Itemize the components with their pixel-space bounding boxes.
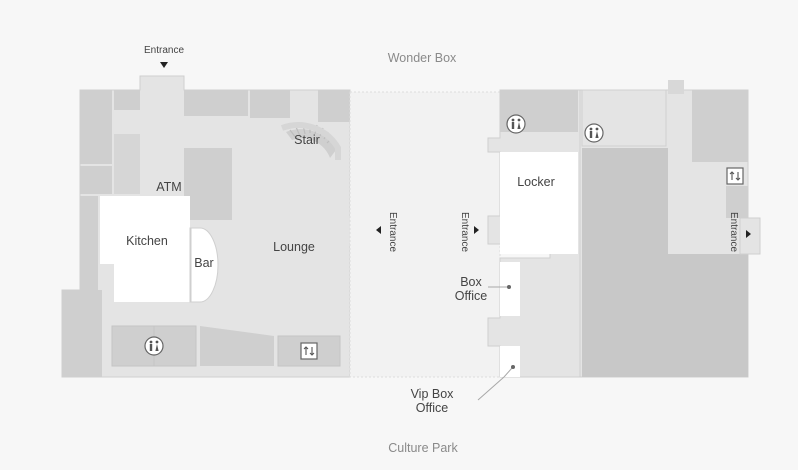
vip-box-office-label-line2: Office (416, 401, 448, 415)
block (80, 166, 112, 194)
block (184, 90, 248, 116)
stair-outline (280, 122, 341, 160)
left-building (61, 75, 363, 378)
atm-block (184, 148, 232, 220)
right-building (579, 80, 761, 378)
box-office-room[interactable] (500, 262, 520, 316)
kitchen-label: Kitchen (126, 234, 168, 248)
restroom-icon[interactable] (144, 336, 164, 356)
vip-box-office-label-line1: Vip Box (411, 387, 455, 401)
area-label-north: Wonder Box (388, 51, 457, 65)
corridor (349, 91, 501, 378)
stair[interactable] (286, 129, 336, 158)
block (250, 90, 290, 118)
entrance-arrow-icon (474, 226, 479, 234)
restroom-icon[interactable] (506, 114, 526, 134)
block (726, 186, 748, 218)
kitchen-room[interactable] (100, 196, 190, 302)
area-label-south: Culture Park (388, 441, 458, 455)
entrance-arrow-icon (160, 62, 168, 68)
locker-room[interactable] (500, 152, 578, 254)
entrance-arrow-icon (746, 230, 751, 238)
stair-label: Stair (294, 133, 320, 147)
block (80, 196, 98, 302)
elevator-icon[interactable] (300, 342, 318, 360)
block (62, 290, 102, 377)
bar-label: Bar (194, 256, 213, 270)
block (114, 90, 140, 110)
box-office-label-line1: Box (460, 275, 482, 289)
block (200, 326, 274, 366)
vip-box-office-pointer (477, 367, 513, 401)
hall-block (582, 148, 668, 377)
block (668, 80, 684, 94)
vip-box-office-dot (511, 365, 515, 369)
block (668, 254, 748, 377)
block (318, 90, 350, 122)
locker-label: Locker (517, 175, 555, 189)
entrance-label-middle-right[interactable]: Entrance (459, 212, 470, 252)
entrance-label-far-right[interactable]: Entrance (728, 212, 739, 252)
entrance-arrow-icon (376, 226, 381, 234)
box-office-label-line2: Office (455, 289, 487, 303)
box-office-dot (507, 285, 511, 289)
bar-room[interactable] (189, 227, 219, 303)
middle-building (487, 89, 581, 378)
elevator-icon[interactable] (726, 167, 744, 185)
block (692, 136, 748, 162)
block (114, 134, 140, 194)
lounge-label: Lounge (273, 240, 315, 254)
restroom-icon[interactable] (584, 123, 604, 143)
entrance-notch (739, 217, 761, 255)
atm-label: ATM (156, 180, 181, 194)
entrance-label-middle-left[interactable]: Entrance (387, 212, 398, 252)
vip-box-office-room[interactable] (500, 346, 520, 377)
block (692, 90, 748, 136)
block (80, 90, 112, 164)
entrance-label-top[interactable]: Entrance (144, 45, 184, 56)
